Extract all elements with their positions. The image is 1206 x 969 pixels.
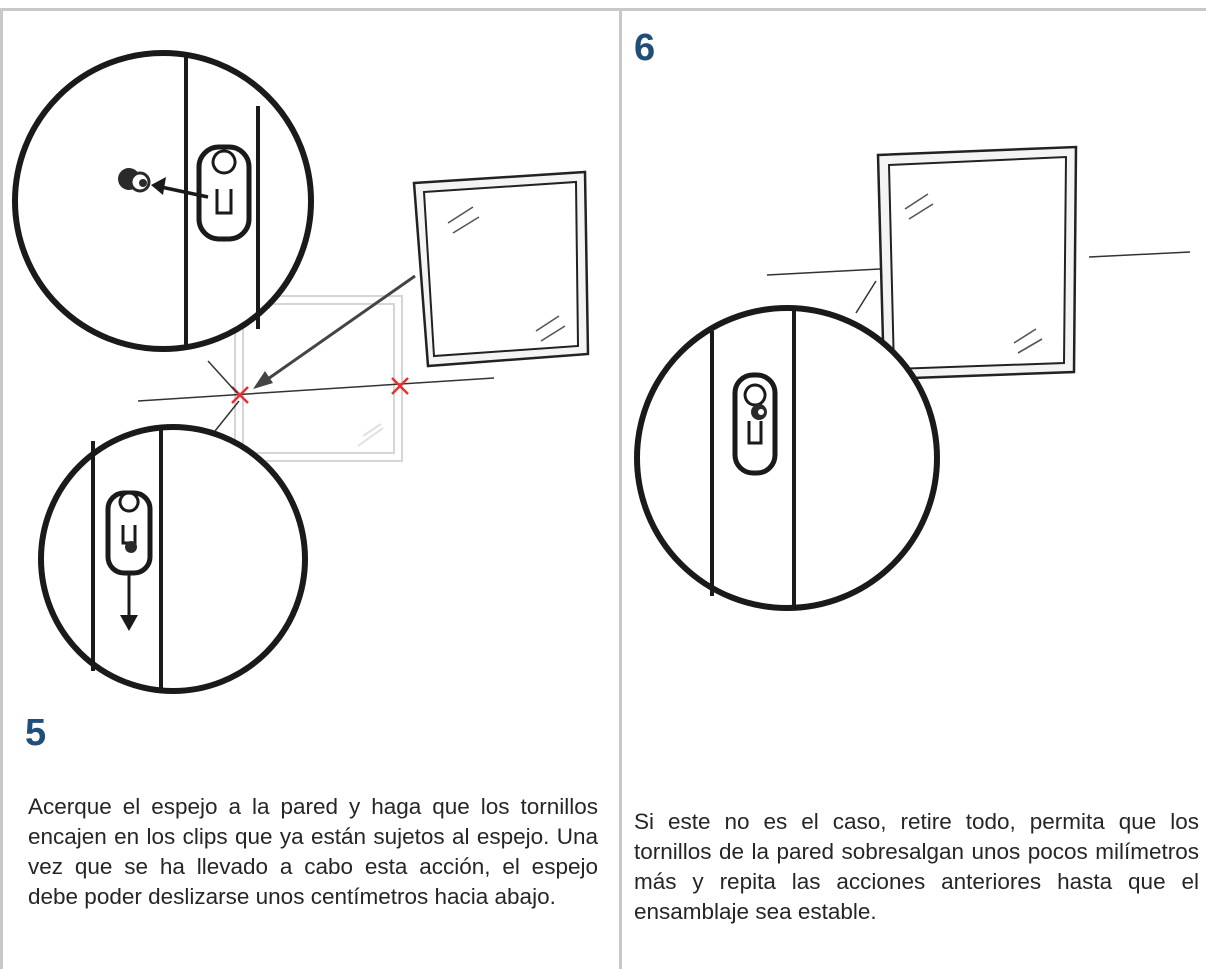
wall-level-line — [137, 377, 495, 402]
placement-arrow-icon — [253, 274, 416, 389]
step-5-description: Acerque el espejo a la pared y haga que … — [28, 794, 598, 909]
wall-level-line-left — [766, 268, 881, 276]
wall-level-line-right — [1088, 251, 1191, 258]
detail-leader — [855, 280, 877, 314]
detail-leader-top — [207, 360, 238, 394]
detail-circle-bottom — [38, 424, 308, 694]
drill-mark-right — [391, 377, 409, 395]
step-6-description: Si este no es el caso, retire todo, perm… — [634, 809, 1199, 924]
step-6-panel: 6 Si este no es el caso, retire todo, pe… — [622, 11, 1206, 969]
mirror-frame — [412, 170, 590, 368]
mirror-frame — [876, 145, 1078, 381]
step-6-illustration — [634, 145, 1191, 611]
detail-circle-top — [12, 50, 314, 352]
page-border-top — [0, 8, 1206, 11]
step-5-illustration — [12, 50, 590, 694]
screw-icon — [118, 168, 151, 193]
screw-icon — [751, 404, 767, 420]
step-5-panel: 5 Acerque el espejo a la pared y haga qu… — [3, 11, 619, 969]
arrow-left-icon — [151, 177, 209, 199]
panel-divider — [619, 8, 622, 969]
page-border-left — [0, 8, 3, 969]
arrow-down-icon — [120, 573, 138, 631]
ghost-mirror — [234, 295, 403, 462]
step-5-number: 5 — [25, 712, 47, 754]
step-6-number: 6 — [634, 27, 656, 69]
detail-leader-bottom — [214, 400, 240, 432]
detail-circle — [634, 305, 940, 611]
